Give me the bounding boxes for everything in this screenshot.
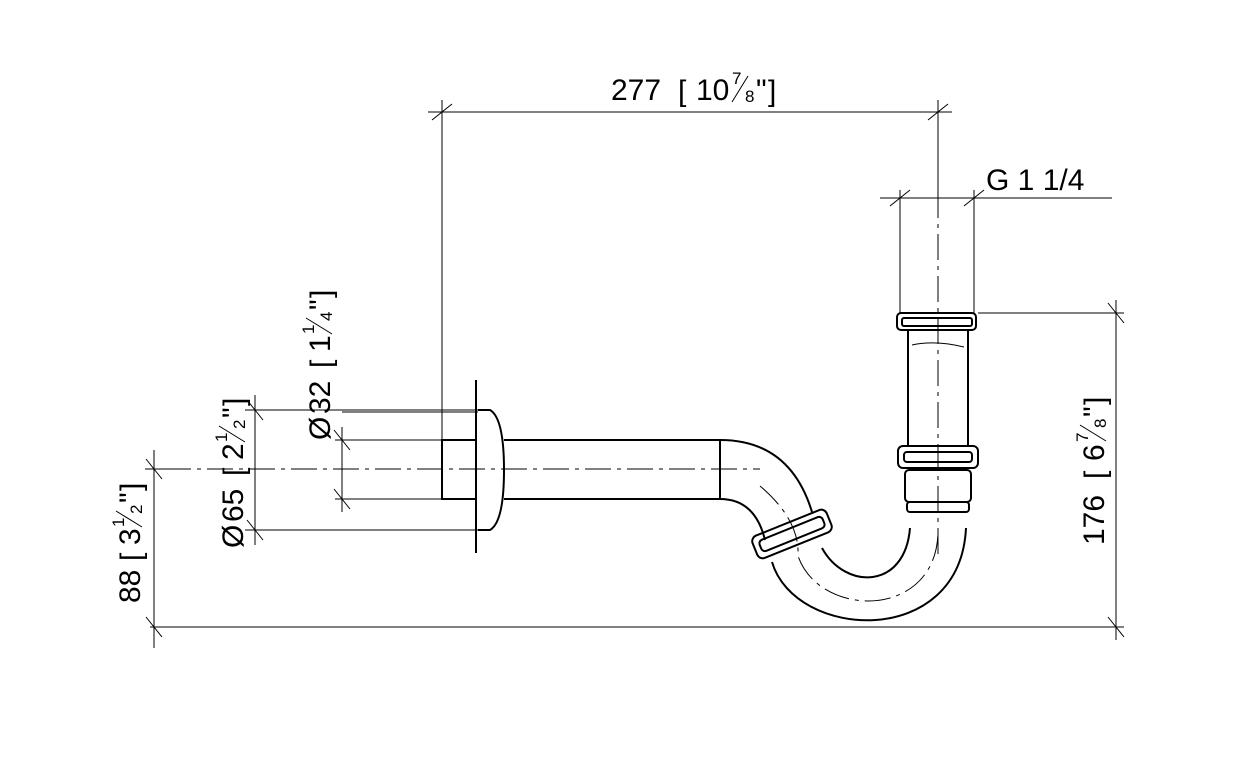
rosette-diameter-value: 65: [217, 489, 250, 522]
bracket-open: [: [305, 359, 338, 368]
dimension-pipe-diameter: Ø 32 [ 1 1 4 " ]: [299, 290, 478, 512]
top-cap-inner: [901, 317, 973, 327]
rosette-diameter-inch-denominator: 2: [230, 420, 249, 429]
height-total-inch-numerator: 7: [1073, 433, 1092, 442]
width-inch-whole: 10: [696, 74, 729, 107]
bracket-close: ]: [1079, 397, 1112, 405]
bracket-close: ]: [218, 398, 251, 406]
rosette-diameter-inch-whole: 2: [217, 443, 250, 460]
width-inch-denominator: 8: [745, 87, 754, 106]
rosette: [478, 409, 506, 531]
outlet-height-inch-denominator: 2: [127, 505, 146, 514]
u-bend-inner: [821, 527, 911, 579]
tick-mark: [1107, 616, 1125, 638]
inch-mark: ": [114, 492, 147, 503]
rosette-diameter-inch-numerator: 1: [212, 433, 231, 442]
tick-mark: [333, 429, 351, 451]
fraction-slash: [1079, 424, 1107, 442]
dimension-rosette-diameter: Ø 65 [ 2 1 2 " ]: [212, 395, 490, 548]
fraction-slash: [115, 510, 143, 528]
tick-mark: [889, 189, 911, 207]
tick-mark: [145, 458, 163, 480]
inch-mark: ": [217, 407, 250, 418]
inch-mark: ": [304, 299, 337, 310]
bracket-close: ]: [768, 75, 776, 108]
top-cap: [896, 312, 977, 331]
dimension-outlet-height: 88 [ 3 1 2 " ]: [109, 450, 175, 648]
thread-value: G 1 1/4: [986, 164, 1084, 197]
outlet-height-inch-whole: 3: [114, 528, 147, 545]
bracket-open: [: [115, 552, 148, 561]
inch-mark: ": [756, 74, 767, 107]
width-value-mm: 277: [611, 74, 661, 107]
width-inch-numerator: 7: [732, 69, 741, 88]
height-total-inch-whole: 6: [1078, 444, 1111, 461]
siphon-outline: [165, 108, 979, 622]
tick-mark: [246, 399, 264, 421]
outlet-height-inch-numerator: 1: [109, 518, 128, 527]
dimension-overall-width: 277 [ 10 7 8 " ]: [428, 69, 952, 440]
height-total-inch-denominator: 8: [1091, 419, 1110, 428]
pipe-diameter-inch-whole: 1: [304, 335, 337, 352]
tick-mark: [333, 488, 351, 510]
bracket-open: [: [218, 467, 251, 476]
outlet-height-value: 88: [114, 570, 147, 603]
fraction-slash: [218, 425, 246, 443]
diameter-symbol: Ø: [217, 525, 250, 548]
fraction-slash: [305, 317, 333, 335]
rosette-diameter-label: Ø 65 [ 2 1 2 " ]: [212, 398, 251, 548]
u-bend-centerline: [759, 485, 939, 602]
tick-mark: [1107, 302, 1125, 324]
bracket-close: ]: [115, 483, 148, 491]
pipe-diameter-inch-denominator: 4: [317, 312, 336, 321]
elbow-slip-nut: [751, 508, 833, 560]
fraction-slash: [731, 75, 749, 103]
tick-mark: [145, 616, 163, 638]
tick-mark: [963, 189, 985, 207]
height-total-value: 176: [1078, 495, 1111, 545]
elbow-outer: [719, 439, 813, 513]
bracket-open: [: [1079, 470, 1112, 479]
dimension-height-total: 176 [ 6 7 8 " ]: [150, 300, 1125, 640]
diameter-symbol: Ø: [304, 417, 337, 440]
dimension-thread: G 1 1/4: [880, 164, 1112, 313]
bracket-open: [: [678, 75, 687, 108]
inch-mark: ": [1078, 406, 1111, 417]
u-bend-outer: [771, 527, 967, 622]
pipe-diameter-inch-numerator: 1: [299, 325, 318, 334]
tick-mark: [431, 103, 453, 121]
height-total-label: 176 [ 6 7 8 " ]: [1073, 397, 1112, 545]
tick-mark: [927, 103, 949, 121]
pipe-diameter-value: 32: [304, 381, 337, 414]
tailpiece-shading: [911, 342, 965, 348]
bracket-close: ]: [305, 290, 338, 298]
pipe-diameter-label: Ø 32 [ 1 1 4 " ]: [299, 290, 338, 440]
outlet-height-label: 88 [ 3 1 2 " ]: [109, 483, 148, 603]
tick-mark: [246, 519, 264, 541]
